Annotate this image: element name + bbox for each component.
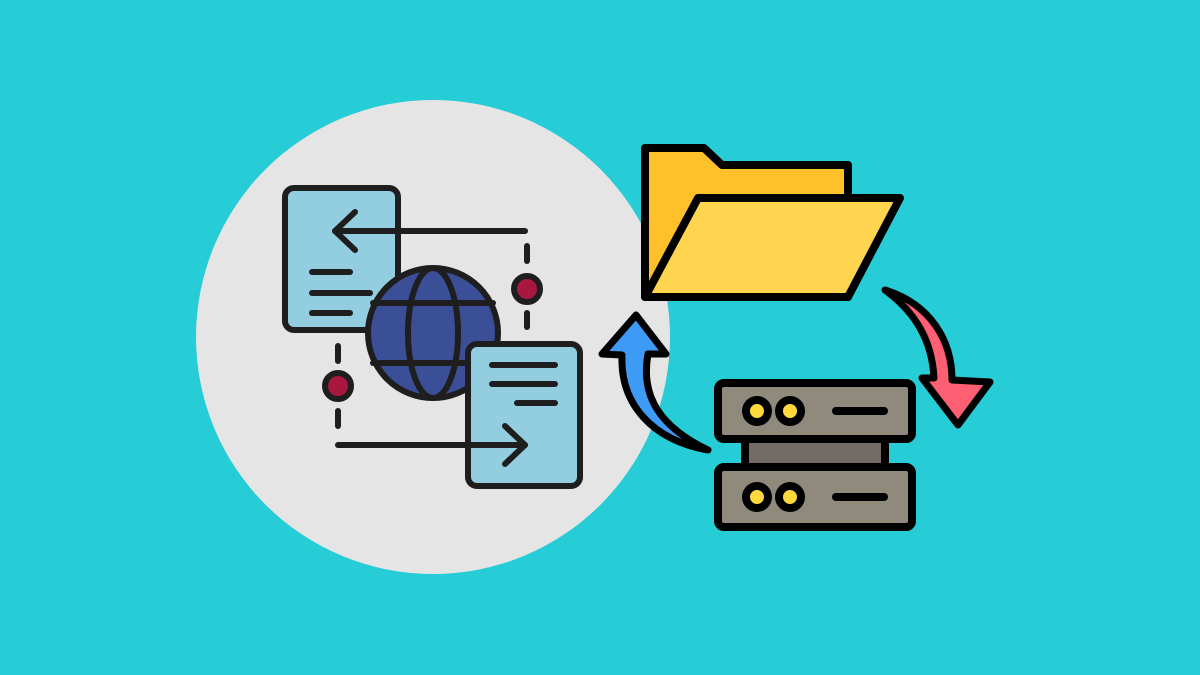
document-right-lines [489, 362, 558, 406]
network-transfer-icon [282, 185, 583, 489]
server-icon [714, 379, 916, 531]
curved-arrow-down-icon [881, 286, 994, 429]
arrow-right-icon [335, 423, 528, 467]
curved-arrow-up-icon [598, 311, 712, 454]
arrow-left-icon [332, 209, 528, 253]
folder-icon [641, 144, 904, 301]
node-dot-right [511, 273, 543, 305]
document-left-lines [309, 269, 373, 316]
document-right-icon [465, 341, 583, 489]
node-dot-left [322, 370, 354, 402]
